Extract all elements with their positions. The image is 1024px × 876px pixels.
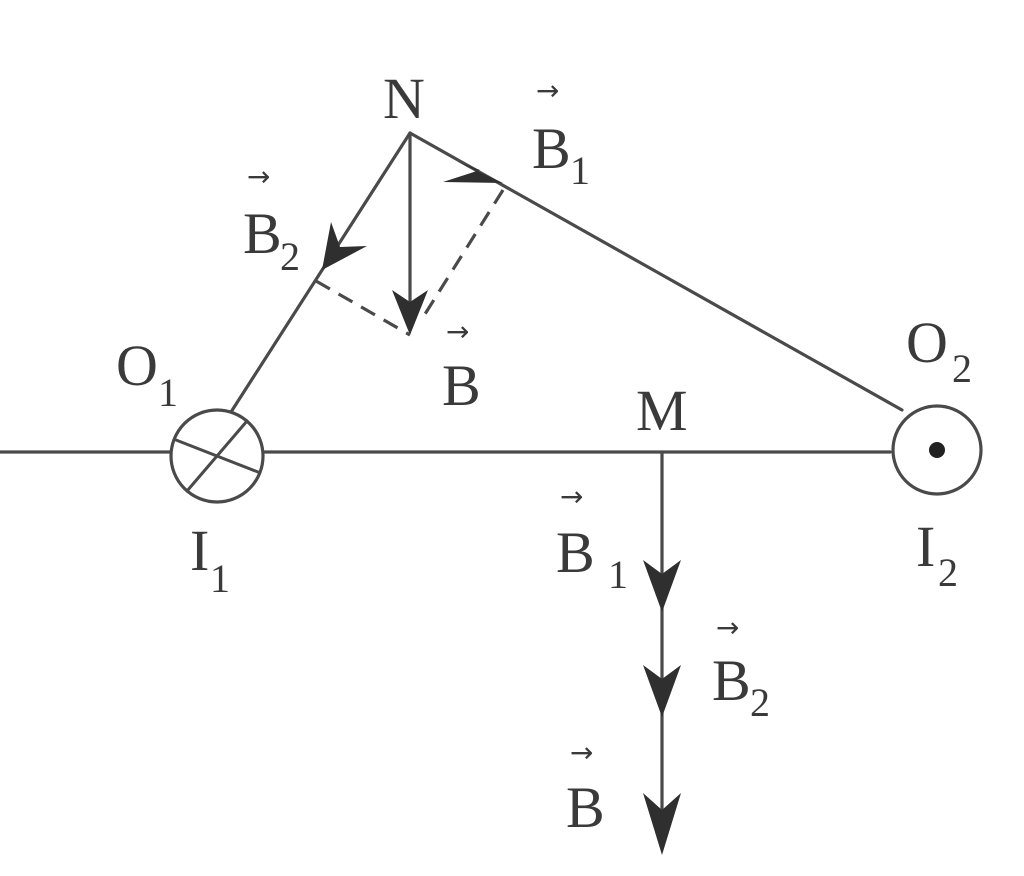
label-i1: I — [190, 518, 209, 583]
label-o1-subscript: 1 — [158, 370, 178, 415]
label-i2-subscript: 2 — [938, 550, 958, 595]
label-b2-at-n-arrow: → — [247, 160, 270, 193]
vector-b-at-n-arrowhead — [392, 290, 428, 335]
label-b2-at-m-subscript: 2 — [750, 680, 770, 725]
label-b2-at-n-subscript: 2 — [280, 234, 300, 279]
label-i2: I — [916, 514, 935, 579]
label-b1-at-m: B — [556, 520, 595, 585]
label-o1: O — [116, 333, 158, 398]
label-b-at-n-arrow: → — [446, 315, 469, 348]
label-b1-at-m-arrow: → — [560, 480, 583, 513]
vector-b-at-m-arrowhead — [643, 793, 681, 855]
label-i1-subscript: 1 — [210, 556, 230, 601]
wire-o1-into-page-cross-icon — [169, 408, 265, 504]
label-b1-at-n-arrow: → — [536, 74, 559, 107]
segment-o1-n — [229, 131, 412, 414]
label-b-at-m: B — [566, 775, 605, 840]
label-n: N — [383, 66, 425, 131]
label-b-at-n: B — [442, 353, 481, 418]
label-b1-at-n-subscript: 1 — [570, 148, 590, 193]
vector-b1-at-m-arrowhead — [643, 560, 681, 612]
label-o2-subscript: 2 — [952, 346, 972, 391]
label-o2: O — [906, 310, 948, 375]
label-b2-at-m-arrow: → — [716, 611, 739, 644]
label-b1-at-n: B — [532, 116, 571, 181]
label-b2-at-n: B — [243, 201, 282, 266]
label-b2-at-m: B — [712, 648, 751, 713]
vector-b2-at-n-arrowhead — [322, 222, 367, 270]
parallelogram-dash-b2-to-b — [315, 279, 411, 337]
label-b-at-m-arrow: → — [570, 736, 593, 769]
vector-b2-at-m-arrowhead — [643, 665, 681, 717]
label-m: M — [636, 378, 688, 443]
label-b1-at-m-subscript: 1 — [608, 552, 628, 597]
wire-o2-out-of-page-dot-icon — [891, 404, 983, 496]
parallelogram-dash-b1-to-b — [418, 189, 505, 323]
vector-b1-at-n-arrowhead — [443, 162, 503, 183]
